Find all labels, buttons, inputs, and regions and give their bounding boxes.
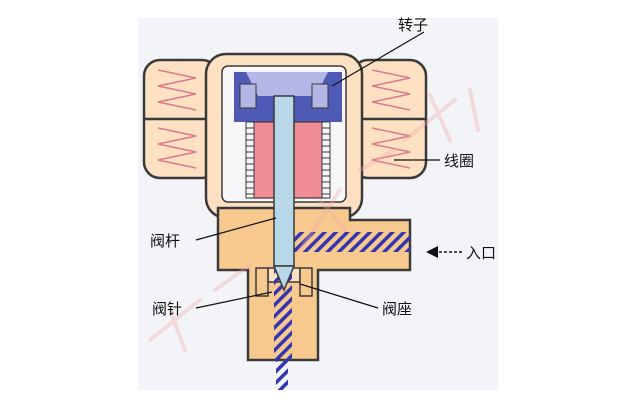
right-coil-winding-bottom <box>371 127 411 169</box>
left-coil-winding-top <box>157 69 197 111</box>
left-thread <box>246 127 254 195</box>
left-coil-winding-bottom <box>157 127 197 169</box>
right-coil-winding-top <box>371 69 411 111</box>
valve-needle-tip <box>272 265 296 292</box>
label-valve-stem: 阀杆 <box>150 232 180 250</box>
right-coil <box>350 58 428 180</box>
watermark <box>148 88 480 352</box>
right-thread <box>322 127 330 195</box>
label-inlet: 入口 <box>466 244 496 262</box>
label-valve-needle: 阀针 <box>152 300 182 318</box>
left-guide <box>255 267 269 297</box>
label-valve-seat: 阀座 <box>382 300 412 318</box>
label-coil: 线圈 <box>444 152 474 170</box>
flow-outlet-stream <box>276 358 288 390</box>
leader-lines <box>195 31 440 309</box>
label-rotor: 转子 <box>398 16 428 34</box>
inlet-arrow <box>426 246 462 258</box>
right-guide <box>299 267 313 297</box>
valve-stem <box>273 95 295 267</box>
